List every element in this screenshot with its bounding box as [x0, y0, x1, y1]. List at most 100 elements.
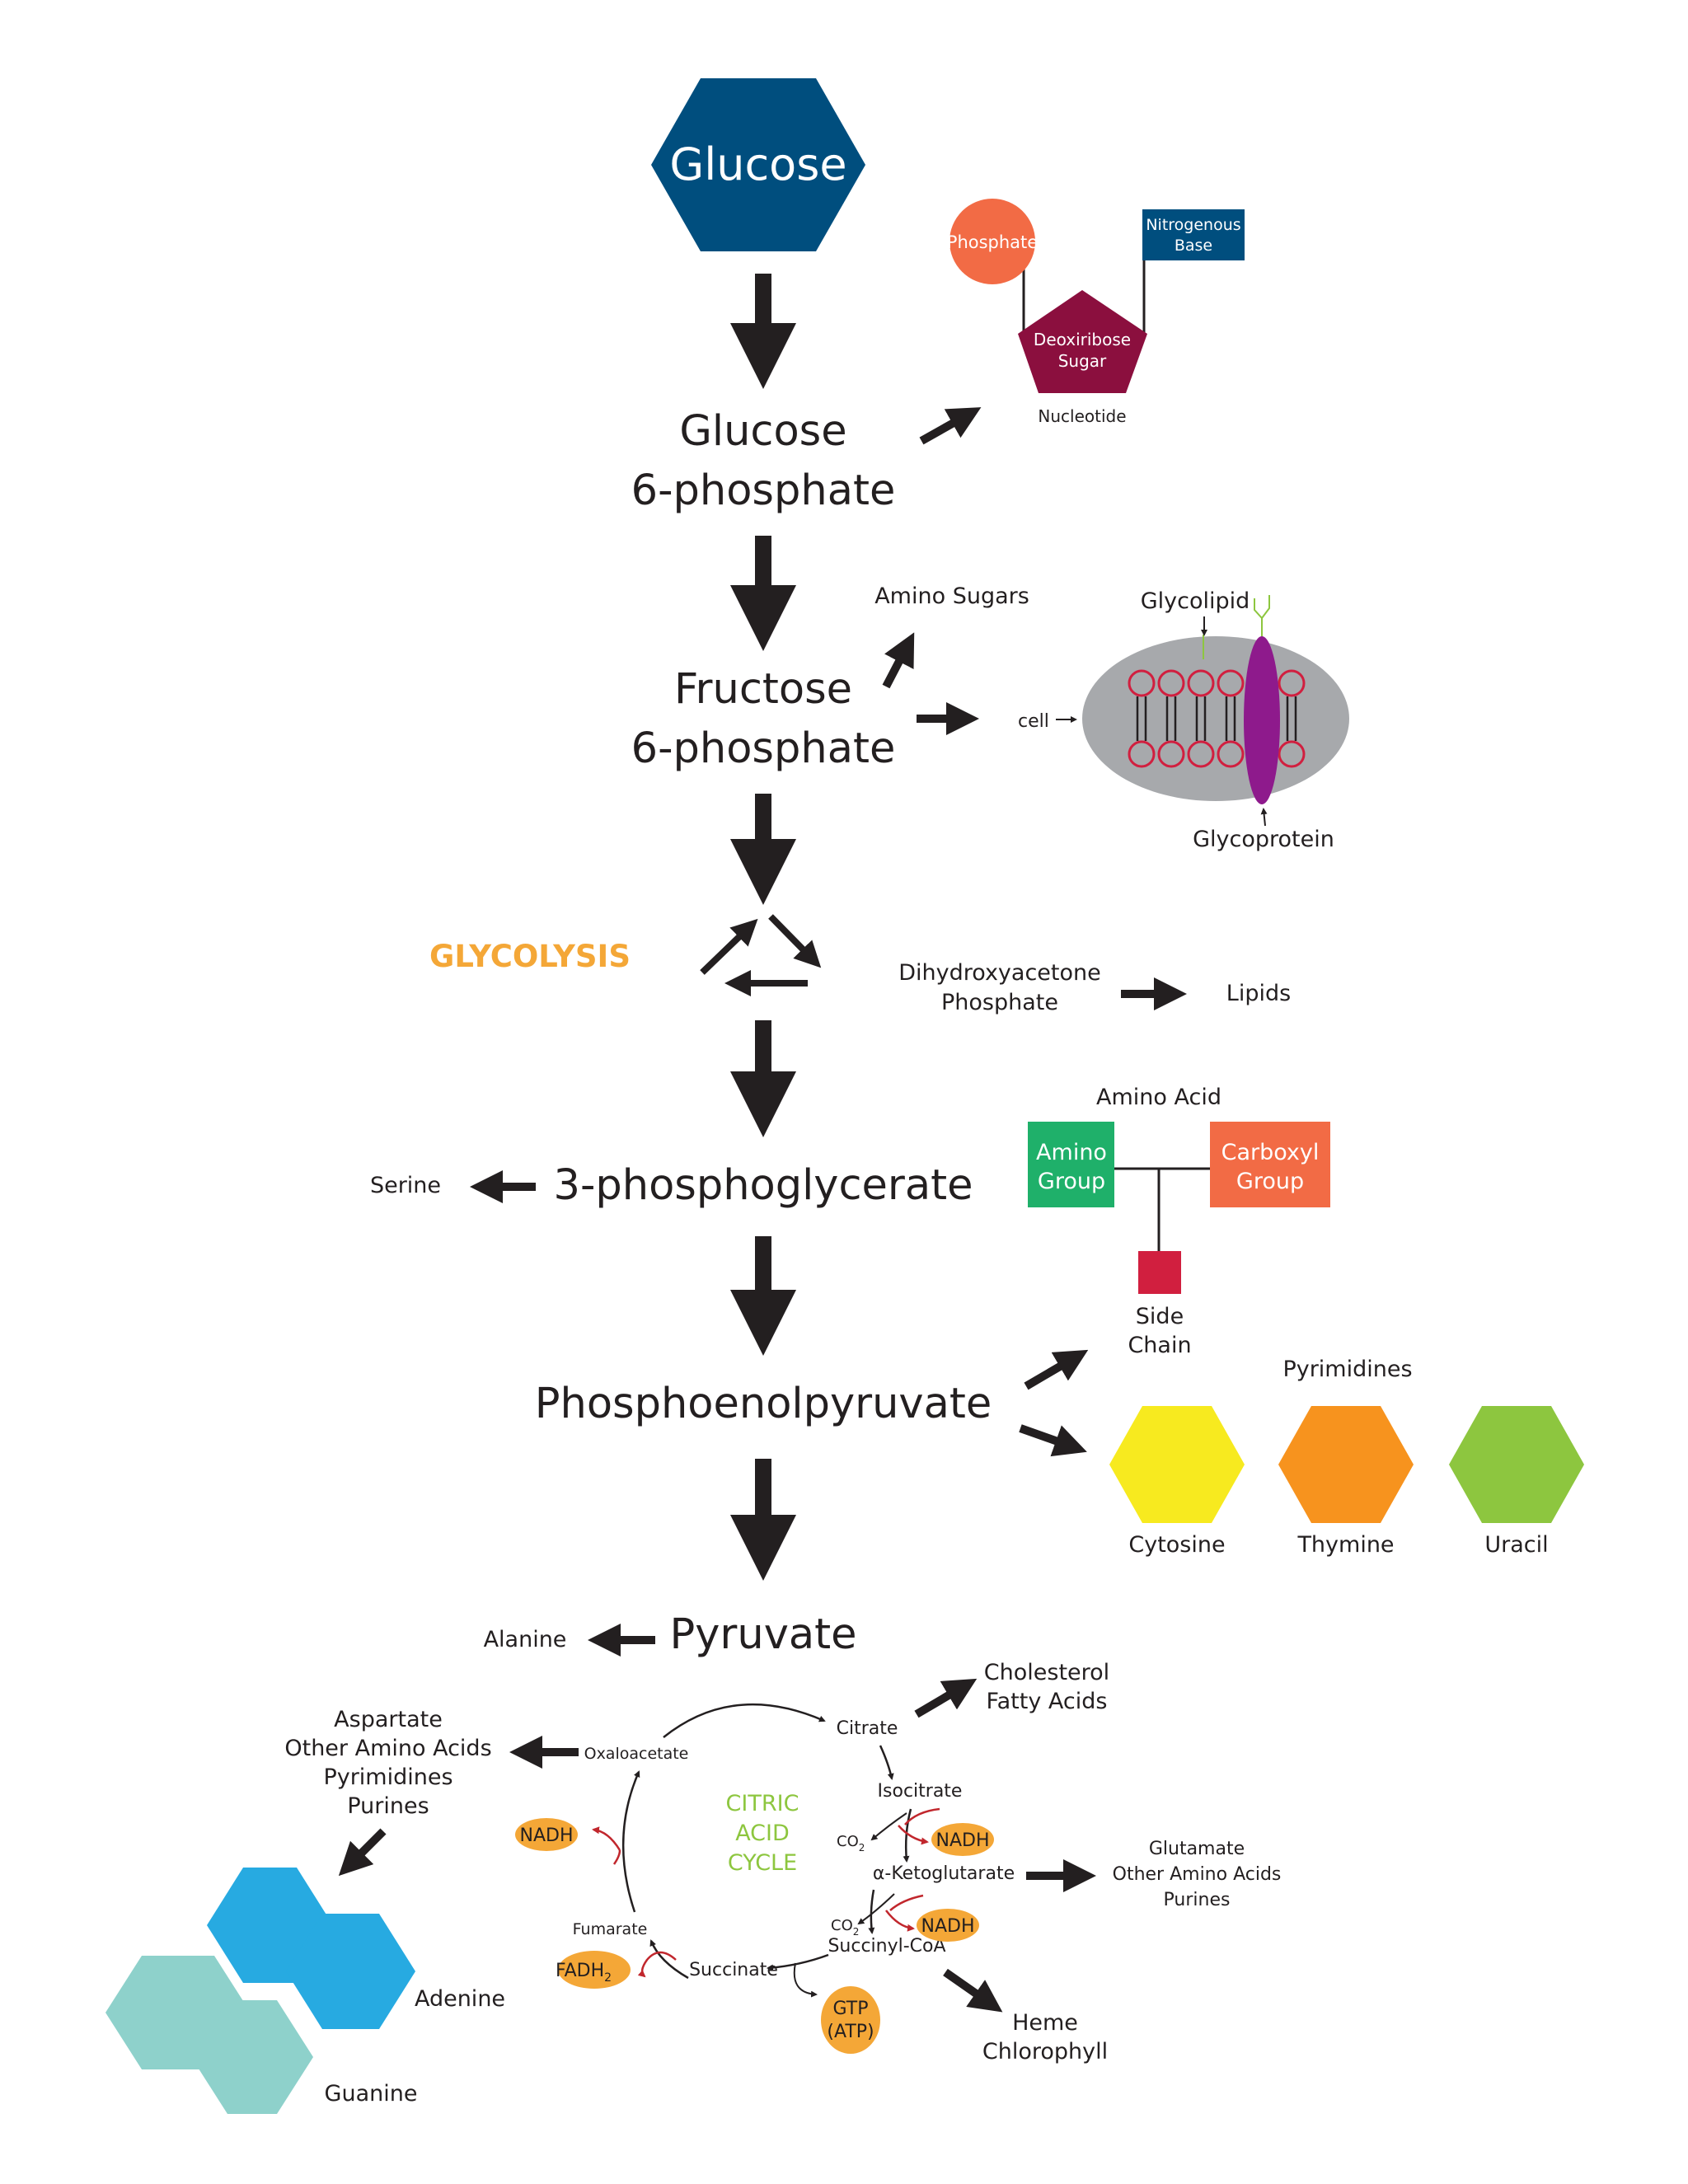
lipids-label: Lipids — [1226, 981, 1291, 1006]
adenine-label: Adenine — [415, 1986, 505, 2012]
lipid-head — [1217, 669, 1245, 697]
cycle-arc-isocitrate-aketo — [903, 1808, 912, 1863]
lipid-head — [1278, 669, 1306, 697]
triangle-arrow-down — [768, 914, 822, 968]
amino-acid-title: Amino Acid — [1096, 1085, 1221, 1110]
guanine-hexagon-front — [191, 2000, 313, 2114]
g6p-label-line1: Glucose — [679, 407, 846, 456]
cycle-arc-aketo-succinyl — [868, 1889, 875, 1934]
glycolipid-label: Glycolipid — [1141, 588, 1250, 614]
glutamate-line1: Glutamate — [1149, 1839, 1245, 1859]
amino-sugars-label: Amino Sugars — [874, 583, 1029, 609]
deoxyribose-line2: Sugar — [1058, 351, 1107, 371]
nadh-aketo-badge — [917, 1909, 979, 1942]
aspartate-line1: Aspartate — [334, 1707, 443, 1732]
lipid-bilayer — [1128, 669, 1306, 768]
nadh-aketo-tail — [889, 1894, 924, 1911]
alanine-label: Alanine — [484, 1627, 567, 1652]
lipid-head — [1157, 740, 1185, 768]
thymine-label: Thymine — [1296, 1532, 1394, 1558]
carboxyl-group-line2: Group — [1236, 1169, 1304, 1194]
fadh-curve — [637, 1951, 677, 1978]
gtp-label-line2: (ATP) — [827, 2022, 874, 2042]
co2-aketo-curve — [857, 1893, 895, 1925]
lipid-head — [1217, 740, 1245, 768]
chlorophyll-label: Chlorophyll — [982, 2039, 1108, 2064]
lipid-head — [1187, 740, 1215, 768]
nadh-aketo-curve — [885, 1910, 915, 1932]
f6p-label-line1: Fructose — [674, 665, 852, 714]
gtp-label-line1: GTP — [833, 1999, 869, 2019]
pyruvate-label: Pyruvate — [669, 1610, 856, 1659]
lipid-head — [1187, 669, 1215, 697]
fadh-badge — [558, 1951, 631, 1989]
heme-label: Heme — [1012, 2010, 1078, 2036]
guanine-label: Guanine — [325, 2081, 418, 2107]
cytosine-hexagon — [1109, 1406, 1245, 1523]
carboxyl-group-line1: Carboxyl — [1221, 1140, 1320, 1165]
cytosine-label: Cytosine — [1128, 1532, 1225, 1558]
glutamate-line3: Purines — [1164, 1890, 1231, 1910]
glycoprotein-tail — [1254, 595, 1270, 636]
glycolysis-label: GLYCOLYSIS — [429, 939, 631, 974]
carboxyl-group-box — [1210, 1122, 1330, 1207]
phosphate-circle — [950, 199, 1035, 284]
amino-group-box — [1028, 1122, 1114, 1207]
thymine-hexagon — [1278, 1406, 1414, 1523]
serine-label: Serine — [370, 1173, 441, 1198]
lipid-head — [1157, 669, 1185, 697]
glucose-label: Glucose — [669, 138, 846, 190]
g6p-label-line2: 6-phosphate — [631, 466, 896, 515]
arrow-g6p-to-nucleotide — [919, 407, 982, 445]
arrow-citrate-to-cholesterol — [914, 1678, 978, 1718]
cycle-arc-succinate-fumarate — [649, 1939, 689, 1980]
lipid-head — [1278, 740, 1306, 768]
citrate-label: Citrate — [837, 1718, 898, 1739]
pep-label: Phosphoenolpyruvate — [535, 1380, 992, 1428]
arrow-f6p-to-amino-sugars — [882, 632, 915, 689]
cycle-arc-top — [663, 1703, 826, 1738]
side-chain-box — [1138, 1251, 1181, 1294]
nucleotide-caption: Nucleotide — [1038, 406, 1126, 426]
glycoprotein-label: Glycoprotein — [1193, 827, 1334, 852]
arrow-pep-to-amino-acid — [1024, 1349, 1089, 1390]
co2-aketo-label: CO2 — [831, 1917, 859, 1938]
citric-label-line2: ACID — [735, 1821, 790, 1846]
cell-label: cell — [1018, 711, 1049, 732]
adenine-hexagon-front — [286, 1914, 415, 2029]
aspartate-line2: Other Amino Acids — [284, 1736, 491, 1761]
succinate-label: Succinate — [689, 1960, 778, 1980]
co2-isocitrate-curve — [870, 1812, 907, 1841]
oxaloacetate-label: Oxaloacetate — [584, 1745, 689, 1763]
dhap-label-line1: Dihydroxyacetone — [898, 960, 1101, 986]
amino-group-line1: Amino — [1036, 1140, 1107, 1165]
arrow-pep-to-pyrimidines — [1019, 1424, 1087, 1457]
lipid-head — [1128, 740, 1156, 768]
glycoprotein-shape — [1244, 636, 1280, 804]
nadh-fumarate-curve — [592, 1826, 621, 1851]
nitrogenous-base-line1: Nitrogenous — [1146, 216, 1240, 234]
glucose-hexagon — [651, 78, 865, 251]
cholesterol-label: Cholesterol — [984, 1660, 1109, 1685]
citric-label-line1: CITRIC — [726, 1791, 799, 1816]
glutamate-line2: Other Amino Acids — [1113, 1864, 1282, 1885]
aketo-label: α-Ketoglutarate — [873, 1863, 1015, 1884]
3pg-label: 3-phosphoglycerate — [554, 1161, 973, 1210]
nadh-isocitrate-badge — [931, 1823, 994, 1856]
fatty-acids-label: Fatty Acids — [987, 1689, 1108, 1714]
gtp-badge — [821, 1986, 880, 2054]
fadh-label: FADH2 — [556, 1961, 612, 1985]
cycle-arc-succinyl-succinate — [767, 1953, 829, 1971]
pyrimidines-title: Pyrimidines — [1282, 1357, 1412, 1382]
nadh-fumarate-badge — [515, 1818, 578, 1851]
triangle-arrow-up — [700, 918, 758, 975]
gtp-curve — [793, 1962, 818, 1998]
nadh-isocitrate-curve — [898, 1825, 929, 1845]
nadh-isocitrate-label: NADH — [936, 1830, 990, 1851]
dhap-label-line2: Phosphate — [941, 990, 1058, 1015]
nadh-fumarate-label: NADH — [520, 1825, 574, 1846]
uracil-label: Uracil — [1484, 1532, 1548, 1558]
nitrogenous-base-line2: Base — [1175, 237, 1212, 255]
arrow-succinyl-to-heme — [943, 1968, 1003, 2013]
